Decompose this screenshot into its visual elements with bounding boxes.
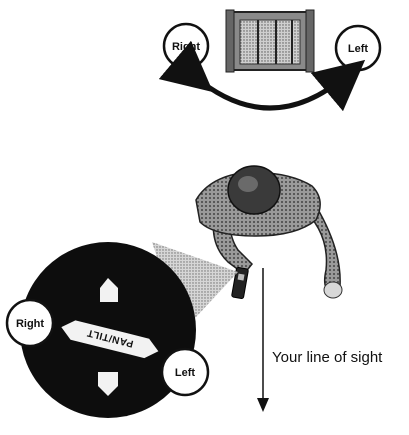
- controller-right-label: Right: [16, 318, 44, 330]
- camera-front-icon: [226, 10, 314, 72]
- top-orientation-group: Right Left: [164, 10, 380, 108]
- controller-closeup-group: PAN/TILT Right Left: [7, 242, 238, 418]
- curved-double-arrow: [194, 76, 346, 108]
- top-left-circle: Left: [336, 26, 380, 70]
- controller-left-label: Left: [175, 367, 196, 379]
- top-right-label: Right: [172, 41, 200, 53]
- line-of-sight-arrow: [257, 268, 269, 412]
- line-of-sight-label: Your line of sight: [272, 349, 383, 366]
- top-left-label: Left: [348, 43, 369, 55]
- controller-right-circle: Right: [7, 300, 53, 346]
- top-right-circle: Right: [164, 24, 208, 68]
- controller-left-circle: Left: [162, 349, 208, 395]
